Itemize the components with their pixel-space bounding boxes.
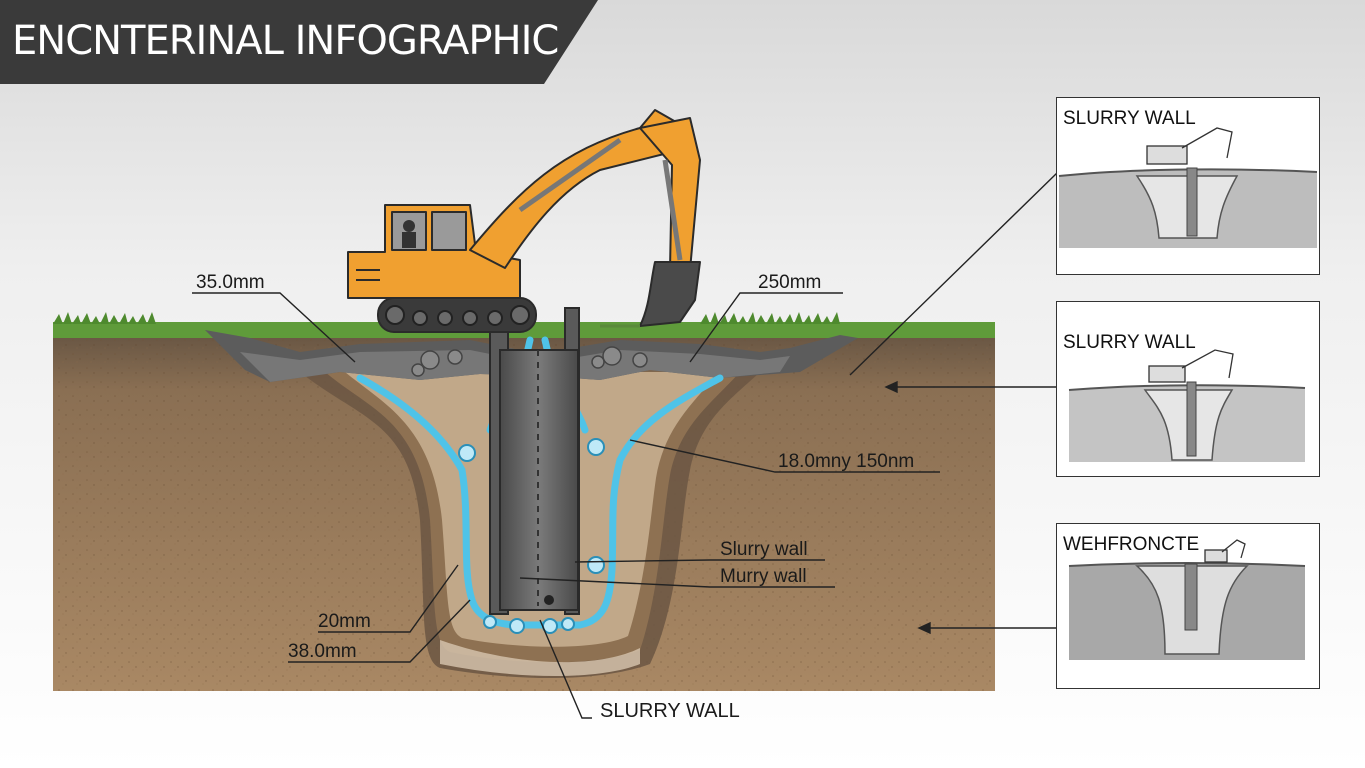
inset-panel-title: WEHFRONCTE <box>1063 534 1200 555</box>
inset-panel-2: SLURRY WALL <box>1056 301 1320 477</box>
label-murry-wall: Murry wall <box>720 566 807 587</box>
label-bottom-slurry-wall: SLURRY WALL <box>600 700 740 722</box>
slurry-wall-panel <box>489 307 580 615</box>
inset-panel-3: WEHFRONCTE <box>1056 523 1320 689</box>
inset-diagram <box>1068 539 1306 660</box>
title-banner <box>0 0 598 84</box>
inset-diagram <box>1058 127 1318 248</box>
inset-panel-title: SLURRY WALL <box>1063 332 1196 353</box>
leader-lines <box>192 171 1059 719</box>
label-38mm: 38.0mm <box>288 641 357 662</box>
label-18mm-150nm: 18.0mny 150nm <box>778 451 915 472</box>
label-20mm: 20mm <box>318 611 371 632</box>
inset-panel-1: SLURRY WALL <box>1056 97 1320 275</box>
inset-panel-title: SLURRY WALL <box>1063 108 1196 129</box>
page-title: ENCNTERINAL INFOGRAPHIC <box>12 18 559 64</box>
excavator <box>347 109 701 333</box>
label-250mm: 250mm <box>758 272 822 293</box>
slurry-bubbles <box>458 438 605 634</box>
inset-diagram <box>1068 349 1306 462</box>
label-35mm: 35.0mm <box>196 272 265 293</box>
panel-arrows <box>884 380 1057 635</box>
label-slurry-wall: Slurry wall <box>720 539 808 560</box>
